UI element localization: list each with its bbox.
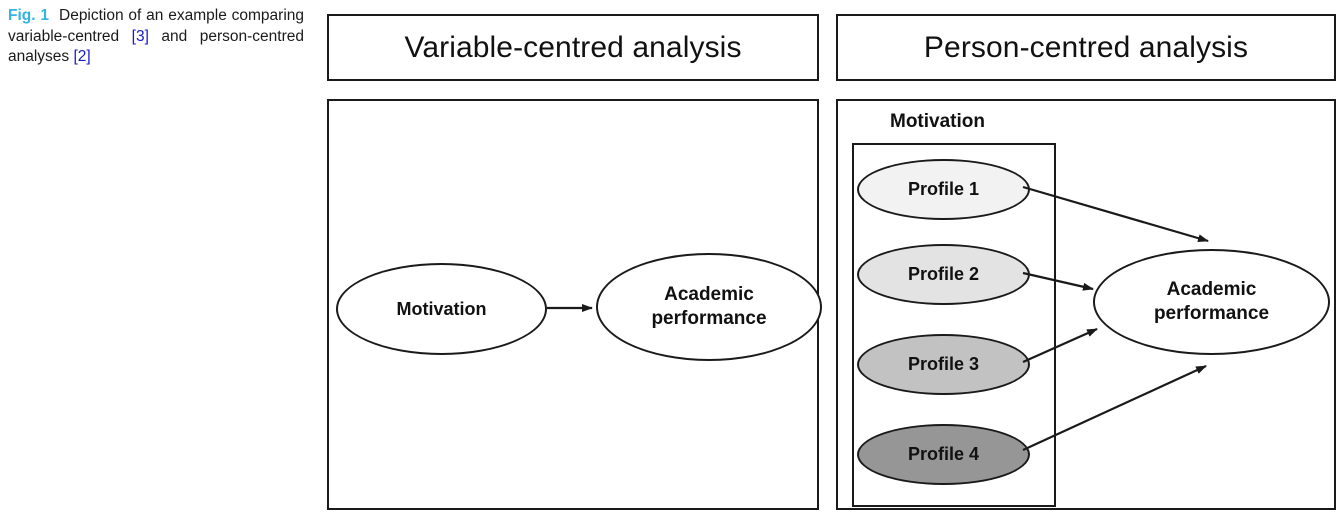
figure-number: Fig. 1 bbox=[8, 7, 49, 24]
node-profile-3[interactable]: Profile 3 bbox=[857, 334, 1030, 395]
ap-left-line1: Academic bbox=[664, 284, 754, 306]
right-panel-header-label: Person-centred analysis bbox=[923, 30, 1249, 64]
node-profile-4-label: Profile 4 bbox=[907, 444, 980, 465]
left-panel-header-box: Variable-centred analysis bbox=[327, 14, 819, 81]
node-profile-4[interactable]: Profile 4 bbox=[857, 424, 1030, 485]
caption-citation-3[interactable]: [3] bbox=[131, 27, 149, 45]
caption-text-part-1: Depiction of an example comparing variab… bbox=[8, 7, 305, 45]
node-profile-3-label: Profile 3 bbox=[907, 354, 980, 375]
caption-text-part-2: and person-centred analyses bbox=[8, 27, 304, 66]
ap-left-line2: performance bbox=[651, 308, 767, 329]
node-motivation[interactable]: Motivation bbox=[336, 263, 547, 355]
left-panel-header-label: Variable-centred analysis bbox=[404, 30, 742, 64]
ap-right-line2: performance bbox=[1153, 303, 1270, 324]
right-panel-body: Motivation Profile 1 Profile 2 Profile 3… bbox=[836, 99, 1336, 510]
motivation-group-label: Motivation bbox=[890, 111, 985, 132]
node-motivation-label: Motivation bbox=[396, 298, 487, 319]
node-profile-2-label: Profile 2 bbox=[907, 264, 980, 285]
caption-citation-2[interactable]: [2] bbox=[73, 48, 91, 66]
ap-right-line1: Academic bbox=[1166, 279, 1257, 301]
motivation-group-box bbox=[852, 143, 1056, 507]
node-profile-1-label: Profile 1 bbox=[907, 179, 980, 200]
node-profile-1[interactable]: Profile 1 bbox=[857, 159, 1030, 220]
right-panel-header-box: Person-centred analysis bbox=[836, 14, 1336, 81]
node-profile-2[interactable]: Profile 2 bbox=[857, 244, 1030, 305]
